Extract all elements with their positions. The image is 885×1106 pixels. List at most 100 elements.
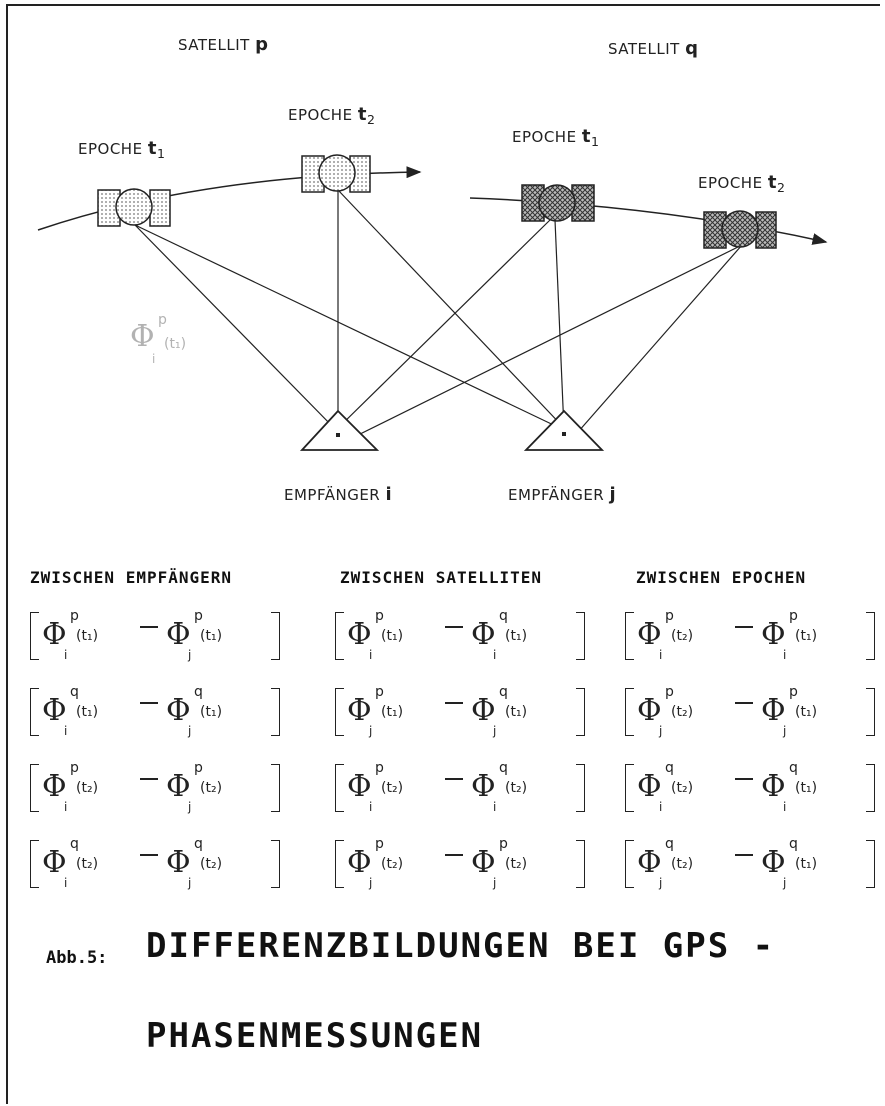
left-bracket xyxy=(30,612,39,660)
epoch-argument: (t₁) xyxy=(795,856,818,872)
receiver-subscript: j xyxy=(493,876,497,890)
minus-sign xyxy=(735,854,753,856)
satellite-superscript: q xyxy=(665,836,674,852)
phase-symbol: Φ xyxy=(761,845,786,880)
epoch-argument: (t₂) xyxy=(671,704,694,720)
left-bracket xyxy=(30,840,39,888)
right-bracket xyxy=(576,840,585,888)
receiver-subscript: j xyxy=(188,724,192,738)
figure-number: Abb.5: xyxy=(46,948,108,968)
orbit-satellite-q xyxy=(469,197,828,245)
satellite-superscript: q xyxy=(499,760,508,776)
satellite-superscript: p xyxy=(70,608,79,624)
receiver-subscript: i xyxy=(493,648,497,662)
satellite-superscript: q xyxy=(70,836,79,852)
minus-sign xyxy=(140,778,158,780)
satellite-q-epoch-t1 xyxy=(521,184,595,222)
satellite-p-epoch-t2 xyxy=(301,154,371,193)
phase-symbol: Φ xyxy=(166,693,191,728)
satellite-p-label: SATELLIT p xyxy=(178,34,269,55)
phase-symbol: Φ xyxy=(637,617,662,652)
left-bracket xyxy=(625,840,634,888)
epoch-argument: (t₁) xyxy=(795,780,818,796)
figure-title-line2: PHASENMESSUNGEN xyxy=(146,1016,484,1056)
satellite-superscript: p xyxy=(194,760,203,776)
phase-symbol: Φ xyxy=(42,769,67,804)
minus-sign xyxy=(735,702,753,704)
phase-symbol: Φ xyxy=(42,617,67,652)
right-bracket xyxy=(866,688,875,736)
satellite-geometry-diagram xyxy=(37,154,828,451)
satellite-superscript: p xyxy=(194,608,203,624)
satellite-superscript: p xyxy=(789,684,798,700)
receiver-subscript: j xyxy=(369,876,373,890)
epoch-argument: (t₂) xyxy=(381,856,404,872)
epoch-argument: (t₁) xyxy=(76,628,99,644)
receiver-subscript: i xyxy=(64,648,68,662)
epoch-argument: (t₁) xyxy=(76,704,99,720)
phase-symbol: Φ xyxy=(166,769,191,804)
phase-example: Φ p i (t₁) xyxy=(130,312,187,366)
left-bracket xyxy=(335,612,344,660)
receiver-subscript: j xyxy=(493,724,497,738)
phase-symbol: Φ xyxy=(471,769,496,804)
left-bracket xyxy=(30,688,39,736)
right-bracket xyxy=(866,612,875,660)
left-bracket xyxy=(335,840,344,888)
epoch-argument: (t₂) xyxy=(505,780,528,796)
satellite-superscript: p xyxy=(375,608,384,624)
epoch-argument: (t₂) xyxy=(200,856,223,872)
receiver-subscript: i xyxy=(659,648,663,662)
satellite-p-epoch-t1 xyxy=(97,188,171,227)
minus-sign xyxy=(735,626,753,628)
receiver-subscript: j xyxy=(188,648,192,662)
satellite-q-label: SATELLIT q xyxy=(608,38,699,59)
phase-symbol: Φ xyxy=(166,617,191,652)
right-bracket xyxy=(866,764,875,812)
receiver-subscript: i xyxy=(493,800,497,814)
phase-symbol: Φ xyxy=(347,845,372,880)
satellite-superscript: p xyxy=(375,760,384,776)
satellite-superscript: q xyxy=(194,684,203,700)
receiver-subscript: i xyxy=(783,800,787,814)
receiver-subscript: i xyxy=(369,800,373,814)
left-bracket xyxy=(335,688,344,736)
minus-sign xyxy=(735,778,753,780)
receiver-j xyxy=(523,409,605,451)
phase-symbol: Φ xyxy=(637,769,662,804)
receiver-subscript: i xyxy=(369,648,373,662)
epoch-argument: (t₁) xyxy=(795,704,818,720)
epoch-argument: (t₁) xyxy=(381,704,404,720)
epoch-argument: (t₂) xyxy=(671,780,694,796)
phase-symbol: Φ xyxy=(761,769,786,804)
epoch-argument: (t₁) xyxy=(505,704,528,720)
phase-symbol: Φ xyxy=(42,845,67,880)
right-bracket xyxy=(866,840,875,888)
receiver-subscript: i xyxy=(64,800,68,814)
column-heading-satellites: ZWISCHEN SATELLITEN xyxy=(340,568,543,587)
phase-symbol: Φ xyxy=(471,617,496,652)
receiver-subscript: j xyxy=(783,724,787,738)
minus-sign xyxy=(140,854,158,856)
satellite-q-epoch-t2 xyxy=(703,210,777,249)
minus-sign xyxy=(445,854,463,856)
receiver-i-label: EMPFÄNGER i xyxy=(284,484,393,505)
minus-sign xyxy=(445,626,463,628)
satellite-superscript: q xyxy=(70,684,79,700)
satellite-superscript: p xyxy=(665,684,674,700)
epoch-argument: (t₂) xyxy=(76,780,99,796)
minus-sign xyxy=(445,778,463,780)
epoch-label-p-t1: EPOCHE t1 xyxy=(78,138,166,161)
phase-symbol: Φ xyxy=(471,845,496,880)
epoch-label-q-t1: EPOCHE t1 xyxy=(512,126,600,149)
epoch-label-q-t2: EPOCHE t2 xyxy=(698,172,786,195)
phase-symbol: Φ xyxy=(347,769,372,804)
epoch-argument: (t₂) xyxy=(505,856,528,872)
